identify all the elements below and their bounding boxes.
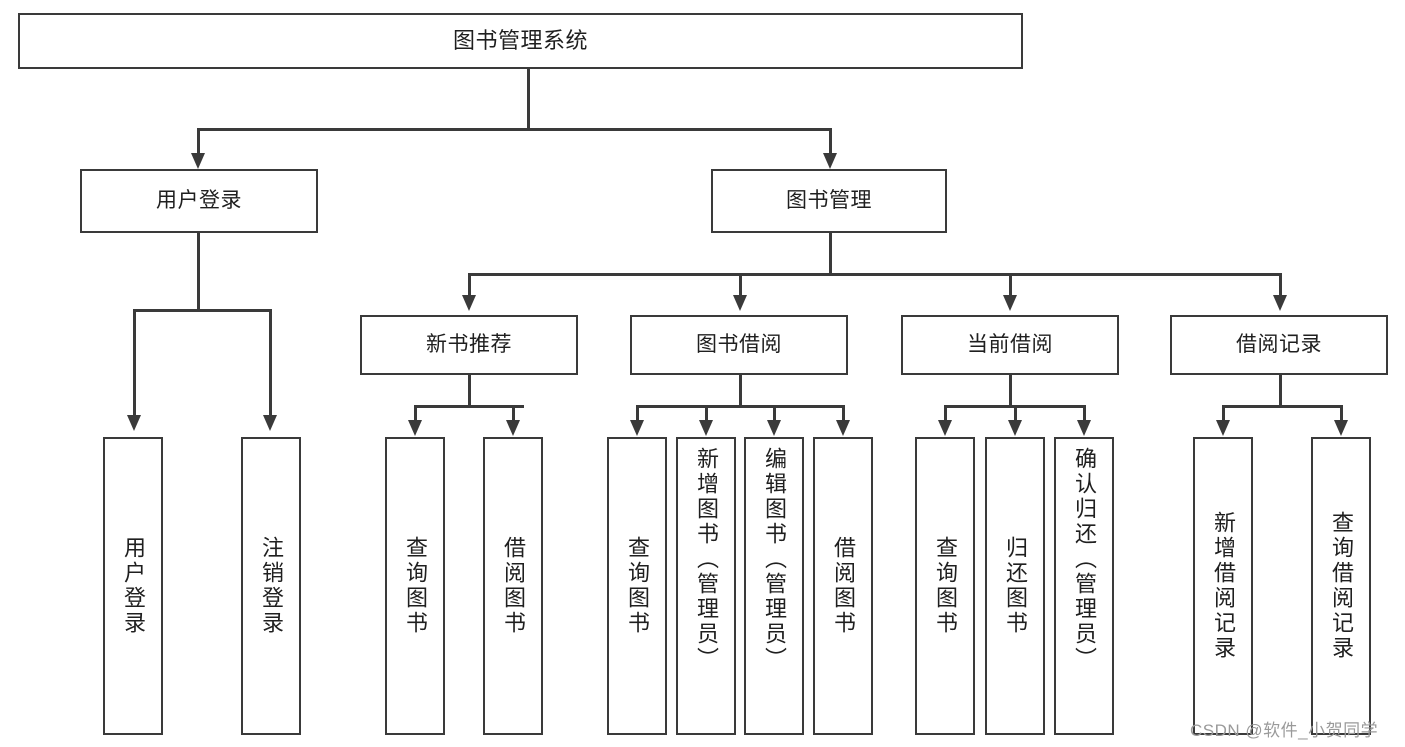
node-label: 新增图书（管理员） (694, 447, 719, 672)
node-label: 注销登录 (259, 536, 284, 636)
connector-borrow-record-leaf-1 (1222, 405, 1225, 422)
leaf-logout[interactable]: 注销登录 (241, 437, 301, 735)
arrowhead-query-record (1334, 420, 1348, 436)
arrowhead-borrow-record (1273, 295, 1287, 311)
connector-new-book-stem (468, 375, 471, 407)
arrowhead-edit-book (767, 420, 781, 436)
arrowhead-leaf-logout (263, 415, 277, 431)
connector-book-borrow-leaf-1 (636, 405, 639, 422)
leaf-user-login[interactable]: 用户登录 (103, 437, 163, 735)
node-root-system[interactable]: 图书管理系统 (18, 13, 1023, 69)
leaf-edit-book-admin[interactable]: 编辑图书（管理员） (744, 437, 804, 735)
connector-to-book-borrow (739, 273, 742, 297)
connector-root-stem (527, 69, 530, 129)
connector-current-borrow-leaf-3 (1083, 405, 1086, 422)
node-book-borrow[interactable]: 图书借阅 (630, 315, 848, 375)
connector-to-current-borrow (1009, 273, 1012, 297)
connector-book-mgmt-bar (468, 273, 1279, 276)
arrowhead-return-book (1008, 420, 1022, 436)
node-label: 确认归还（管理员） (1072, 447, 1097, 672)
connector-book-borrow-bar (636, 405, 844, 408)
arrowhead-book-borrow (733, 295, 747, 311)
connector-current-borrow-leaf-2 (1014, 405, 1017, 422)
node-label: 查询借阅记录 (1329, 511, 1354, 661)
node-label: 图书借阅 (696, 333, 782, 357)
leaf-add-borrow-record[interactable]: 新增借阅记录 (1193, 437, 1253, 735)
connector-book-borrow-leaf-2 (705, 405, 708, 422)
connector-borrow-record-bar (1222, 405, 1342, 408)
arrowhead-confirm-return (1077, 420, 1091, 436)
node-label: 图书管理 (786, 189, 872, 213)
node-label: 新书推荐 (426, 333, 512, 357)
connector-user-login-to-leaf-1 (133, 309, 136, 417)
connector-new-book-leaf-1 (414, 405, 417, 422)
arrowhead-add-record (1216, 420, 1230, 436)
watermark-text: CSDN @软件_小贺同学 (1190, 721, 1379, 740)
arrowhead-query-book-3 (938, 420, 952, 436)
node-label: 图书管理系统 (452, 27, 588, 53)
connector-current-borrow-bar (944, 405, 1083, 408)
connector-user-login-bar (133, 309, 271, 312)
connector-user-login-to-leaf-2 (269, 309, 272, 417)
connector-book-borrow-leaf-4 (842, 405, 845, 422)
leaf-query-book-borrow[interactable]: 查询图书 (607, 437, 667, 735)
connector-book-borrow-leaf-3 (773, 405, 776, 422)
node-label: 查询图书 (625, 536, 650, 636)
node-label: 新增借阅记录 (1211, 511, 1236, 661)
node-user-login[interactable]: 用户登录 (80, 169, 318, 233)
arrowhead-query-book-1 (408, 420, 422, 436)
node-label: 查询图书 (403, 536, 428, 636)
connector-current-borrow-leaf-1 (944, 405, 947, 422)
node-new-book-recommend[interactable]: 新书推荐 (360, 315, 578, 375)
connector-to-new-book (468, 273, 471, 297)
connector-root-to-user-login (197, 128, 200, 155)
node-borrow-record[interactable]: 借阅记录 (1170, 315, 1388, 375)
node-label: 借阅图书 (831, 536, 856, 636)
node-label: 查询图书 (933, 536, 958, 636)
connector-borrow-record-stem (1279, 375, 1282, 407)
connector-book-mgmt-stem (829, 233, 832, 275)
node-label: 用户登录 (121, 536, 146, 636)
arrowhead-current-borrow (1003, 295, 1017, 311)
connector-to-borrow-record (1279, 273, 1282, 297)
connector-new-book-leaf-2 (512, 405, 515, 422)
leaf-query-book-recommend[interactable]: 查询图书 (385, 437, 445, 735)
leaf-borrow-book-recommend[interactable]: 借阅图书 (483, 437, 543, 735)
connector-current-borrow-stem (1009, 375, 1012, 407)
node-label: 借阅记录 (1236, 333, 1322, 357)
leaf-add-book-admin[interactable]: 新增图书（管理员） (676, 437, 736, 735)
arrowhead-book-mgmt (823, 153, 837, 169)
leaf-confirm-return-admin[interactable]: 确认归还（管理员） (1054, 437, 1114, 735)
arrowhead-borrow-book-2 (836, 420, 850, 436)
arrowhead-new-book (462, 295, 476, 311)
node-current-borrow[interactable]: 当前借阅 (901, 315, 1119, 375)
connector-borrow-record-leaf-2 (1340, 405, 1343, 422)
arrowhead-borrow-book-1 (506, 420, 520, 436)
leaf-query-borrow-record[interactable]: 查询借阅记录 (1311, 437, 1371, 735)
leaf-return-book[interactable]: 归还图书 (985, 437, 1045, 735)
node-label: 用户登录 (156, 189, 242, 213)
node-label: 编辑图书（管理员） (762, 447, 787, 672)
connector-root-bar (197, 128, 831, 131)
leaf-query-book-current[interactable]: 查询图书 (915, 437, 975, 735)
arrowhead-query-book-2 (630, 420, 644, 436)
arrowhead-user-login (191, 153, 205, 169)
connector-user-login-stem (197, 233, 200, 311)
leaf-borrow-book[interactable]: 借阅图书 (813, 437, 873, 735)
node-label: 借阅图书 (501, 536, 526, 636)
node-label: 当前借阅 (967, 333, 1053, 357)
node-label: 归还图书 (1003, 536, 1028, 636)
connector-new-book-bar (414, 405, 524, 408)
connector-root-to-book-mgmt (829, 128, 832, 155)
connector-book-borrow-stem (739, 375, 742, 407)
arrowhead-add-book (699, 420, 713, 436)
arrowhead-leaf-user-login (127, 415, 141, 431)
node-book-management[interactable]: 图书管理 (711, 169, 947, 233)
